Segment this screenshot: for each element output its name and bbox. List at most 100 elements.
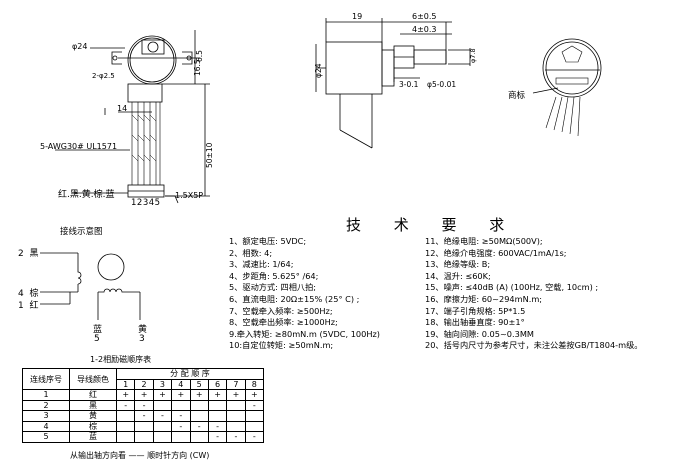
sequence-cell: - (134, 410, 154, 422)
pin-5-num: 5 (94, 334, 100, 344)
sequence-cell: + (171, 389, 191, 401)
sequence-cell (152, 431, 173, 443)
spec-item: 1、额定电压: 5VDC; (229, 236, 307, 246)
sequence-cell: - (152, 410, 173, 422)
output-shaft-hub (141, 39, 165, 55)
sequence-cell (134, 431, 154, 443)
dim-6: 6±0.5 (412, 12, 437, 21)
sequence-cell (207, 410, 228, 422)
sequence-cell: - (189, 420, 209, 432)
spec-item: 10:自定位转矩: ≥50mN.m; (229, 340, 334, 351)
step-cell: 3 (152, 378, 173, 390)
dim-14: 14 (117, 104, 128, 113)
step-cell: 2 (134, 378, 154, 390)
step-cell: 6 (207, 378, 228, 390)
sequence-cell (189, 431, 209, 443)
sequence-cell (189, 410, 209, 422)
sequence-cell (152, 420, 173, 432)
dim-phi24-side: φ24 (314, 63, 323, 78)
sequence-cell: + (207, 389, 228, 401)
spec-item: 6、直流电阻: 20Ω±15% (25° C) ; (229, 293, 360, 304)
dim-16.5: 16.5 (193, 59, 202, 76)
spec-item: 8、空载牵出频率: ≥1000Hz; (229, 317, 338, 328)
sequence-cell: - (115, 399, 136, 411)
wiring-diagram (40, 252, 141, 320)
sequence-cell: - (171, 420, 191, 432)
spec-item: 11、绝缘电阻: ≥50MΩ(500V); (425, 236, 543, 246)
step-cell: 4 (171, 378, 191, 390)
specs-right: 11、绝缘电阻: ≥50MΩ(500V); 12、绝缘介电强度: 600VAC/… (425, 236, 642, 352)
back-circle (542, 38, 602, 98)
sequence-caption: 1-2相励磁顺序表 (90, 355, 152, 364)
spec-item: 3、减速比: 1/64; (229, 259, 294, 270)
row-seq: 1 (22, 389, 70, 401)
pin-3-color: 黄 (138, 325, 148, 335)
row-seq: 3 (22, 410, 70, 422)
spec-item: 12、绝缘介电强度: 600VAC/1mA/1s; (425, 247, 567, 258)
sequence-cell: - (207, 420, 228, 432)
sequence-cell (171, 431, 191, 443)
sequence-cell: + (115, 389, 136, 401)
sequence-cell (207, 399, 228, 411)
sequence-cell (226, 410, 246, 422)
row-seq: 2 (22, 399, 70, 411)
spec-item: 18、输出轴垂直度: 90±1° (425, 317, 525, 328)
wire-colors-label: 红.黑.黄.棕.蓝 (58, 190, 115, 200)
spec-item: 15、噪声: ≤40dB (A) (100Hz, 空载, 10cm) ; (425, 282, 599, 293)
dim-19: 19 (352, 12, 363, 21)
pin-1: 1 红 (18, 301, 39, 311)
rotation-footer: 从输出轴方向看 —— 顺时针方向 (CW) (70, 451, 210, 460)
sequence-cell: + (244, 389, 265, 401)
step-cell: 5 (189, 378, 209, 390)
sequence-cell: - (134, 399, 154, 411)
sequence-cell: - (207, 431, 228, 443)
header-color: 导线颜色 (69, 368, 117, 390)
sequence-cell (115, 410, 136, 422)
step-cell: 1 (115, 378, 136, 390)
dim-3: 3-0.1 (399, 80, 419, 89)
sequence-cell (244, 420, 265, 432)
motor-side-body (325, 41, 383, 95)
row-color: 黑 (69, 399, 117, 411)
dim-phi7.8: φ7.8 (469, 48, 477, 63)
sequence-cell (115, 420, 136, 432)
row-color: 黄 (69, 410, 117, 422)
sequence-cell: + (152, 389, 173, 401)
sequence-cell: + (189, 389, 209, 401)
spec-item: 16、摩擦力矩: 60~294mN.m; (425, 293, 543, 304)
sequence-cell: - (171, 410, 191, 422)
spec-item: 5、驱动方式: 四相八拍; (229, 282, 317, 293)
spec-item: 20、括号内尺寸为参考尺寸，未注公差按GB/T1804-m级。 (425, 340, 643, 351)
sequence-cell: + (134, 389, 154, 401)
spec-item: 7、空载牵入频率: ≥500Hz; (229, 305, 333, 316)
spec-item: 2、相数: 4; (229, 247, 273, 258)
row-color: 棕 (69, 420, 117, 432)
spec-item: 9.牵入转矩: ≥80mN.m (5VDC, 100Hz) (229, 328, 380, 339)
rotor-circle (97, 253, 125, 281)
sequence-cell (152, 399, 173, 411)
spec-item: 14、温升: ≤60K; (425, 270, 491, 281)
dim-6.5: 6.5 (195, 50, 204, 62)
step-cell: 7 (226, 378, 246, 390)
sequence-cell (226, 399, 246, 411)
motor-body-circle (127, 35, 177, 85)
step-cell: 8 (244, 378, 265, 390)
spec-item: 19、轴向间隙: 0.05~0.3MM (425, 328, 534, 339)
pin-5-color: 蓝 (93, 325, 103, 335)
sequence-cell (134, 420, 154, 432)
sequence-cell: - (244, 431, 265, 443)
spec-title: 技 术 要 求 (346, 216, 519, 234)
sequence-cell (115, 431, 136, 443)
spec-item: 17、端子引角规格: 5P*1.5 (425, 305, 526, 316)
dim-phi24-front: φ24 (72, 42, 88, 51)
sequence-cell: - (226, 431, 246, 443)
sequence-cell: - (244, 399, 265, 411)
spec-item: 4、步距角: 5.625° /64; (229, 270, 319, 281)
dim-phi5: φ5-0.01 (427, 80, 457, 89)
row-color: 红 (69, 389, 117, 401)
pin-3-num: 3 (139, 334, 145, 344)
